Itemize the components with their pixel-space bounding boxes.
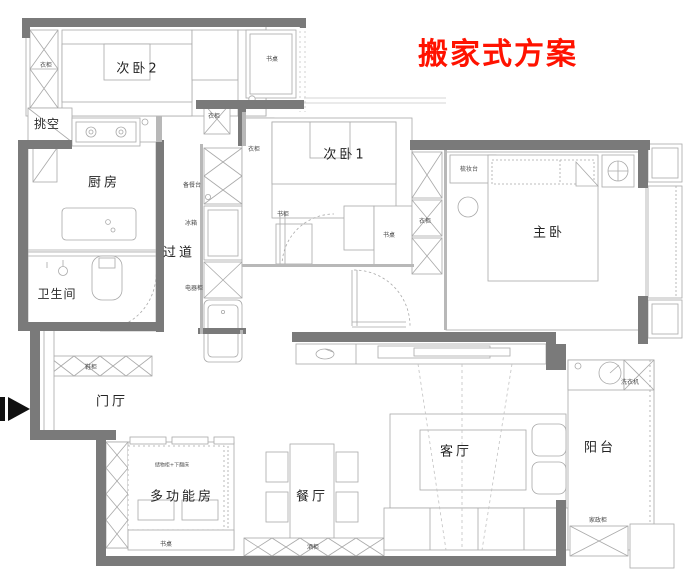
room-label-void: 挑空 xyxy=(33,117,61,131)
room-label-kitchen: 厨房 xyxy=(87,175,121,191)
furniture-label-wardrobe-b1-r: 衣柜 xyxy=(418,218,432,225)
room-label-balcony: 阳台 xyxy=(583,440,617,456)
furniture-label-wardrobe-corr: 衣柜 xyxy=(207,113,221,120)
furniture-label-desk-b1: 书桌 xyxy=(382,232,396,239)
furniture-label-fridge: 冰箱 xyxy=(184,220,198,227)
room-label-dining: 餐厅 xyxy=(295,489,329,505)
plan-title: 搬家式方案 xyxy=(418,37,578,72)
furniture-label-desk-multi: 书桌 xyxy=(159,541,173,548)
partition-walls xyxy=(156,112,447,334)
thin-linework xyxy=(25,25,683,569)
entry-arrow xyxy=(0,397,30,421)
room-label-living: 客厅 xyxy=(439,444,473,460)
furniture-label-wardrobe-b1-l: 衣柜 xyxy=(247,146,261,153)
furniture-label-prep-counter: 备餐台 xyxy=(182,182,202,189)
furniture-label-appliance-cab: 电器柜 xyxy=(184,285,204,292)
room-label-masterbed: 主卧 xyxy=(532,225,566,241)
room-label-corridor: 过道 xyxy=(162,245,196,261)
furniture-label-wardrobe-b2: 衣柜 xyxy=(39,62,53,69)
furniture-label-wine-cabinet: 酒柜 xyxy=(306,544,320,551)
room-label-bedroom1: 次卧1 xyxy=(323,147,367,163)
structural-walls xyxy=(18,18,650,566)
room-label-hall: 门厅 xyxy=(95,394,129,410)
furniture-label-dresser: 梳妆台 xyxy=(459,166,479,173)
furniture-label-washer: 洗衣机 xyxy=(620,379,640,386)
room-label-bedroom2: 次卧2 xyxy=(116,61,160,77)
furniture-label-bookshelf-b1: 书柜 xyxy=(276,211,290,218)
furniture-label-desk-b2: 书桌 xyxy=(265,56,279,63)
room-label-multiroom: 多功能房 xyxy=(149,489,215,505)
furniture-label-house-cabinet: 家政柜 xyxy=(588,517,608,524)
room-label-bathroom: 卫生间 xyxy=(37,287,77,301)
furniture-label-storage-bed: 储物柜+下翻床 xyxy=(154,462,190,469)
furniture-label-shoe-cabinet: 鞋柜 xyxy=(84,364,98,371)
